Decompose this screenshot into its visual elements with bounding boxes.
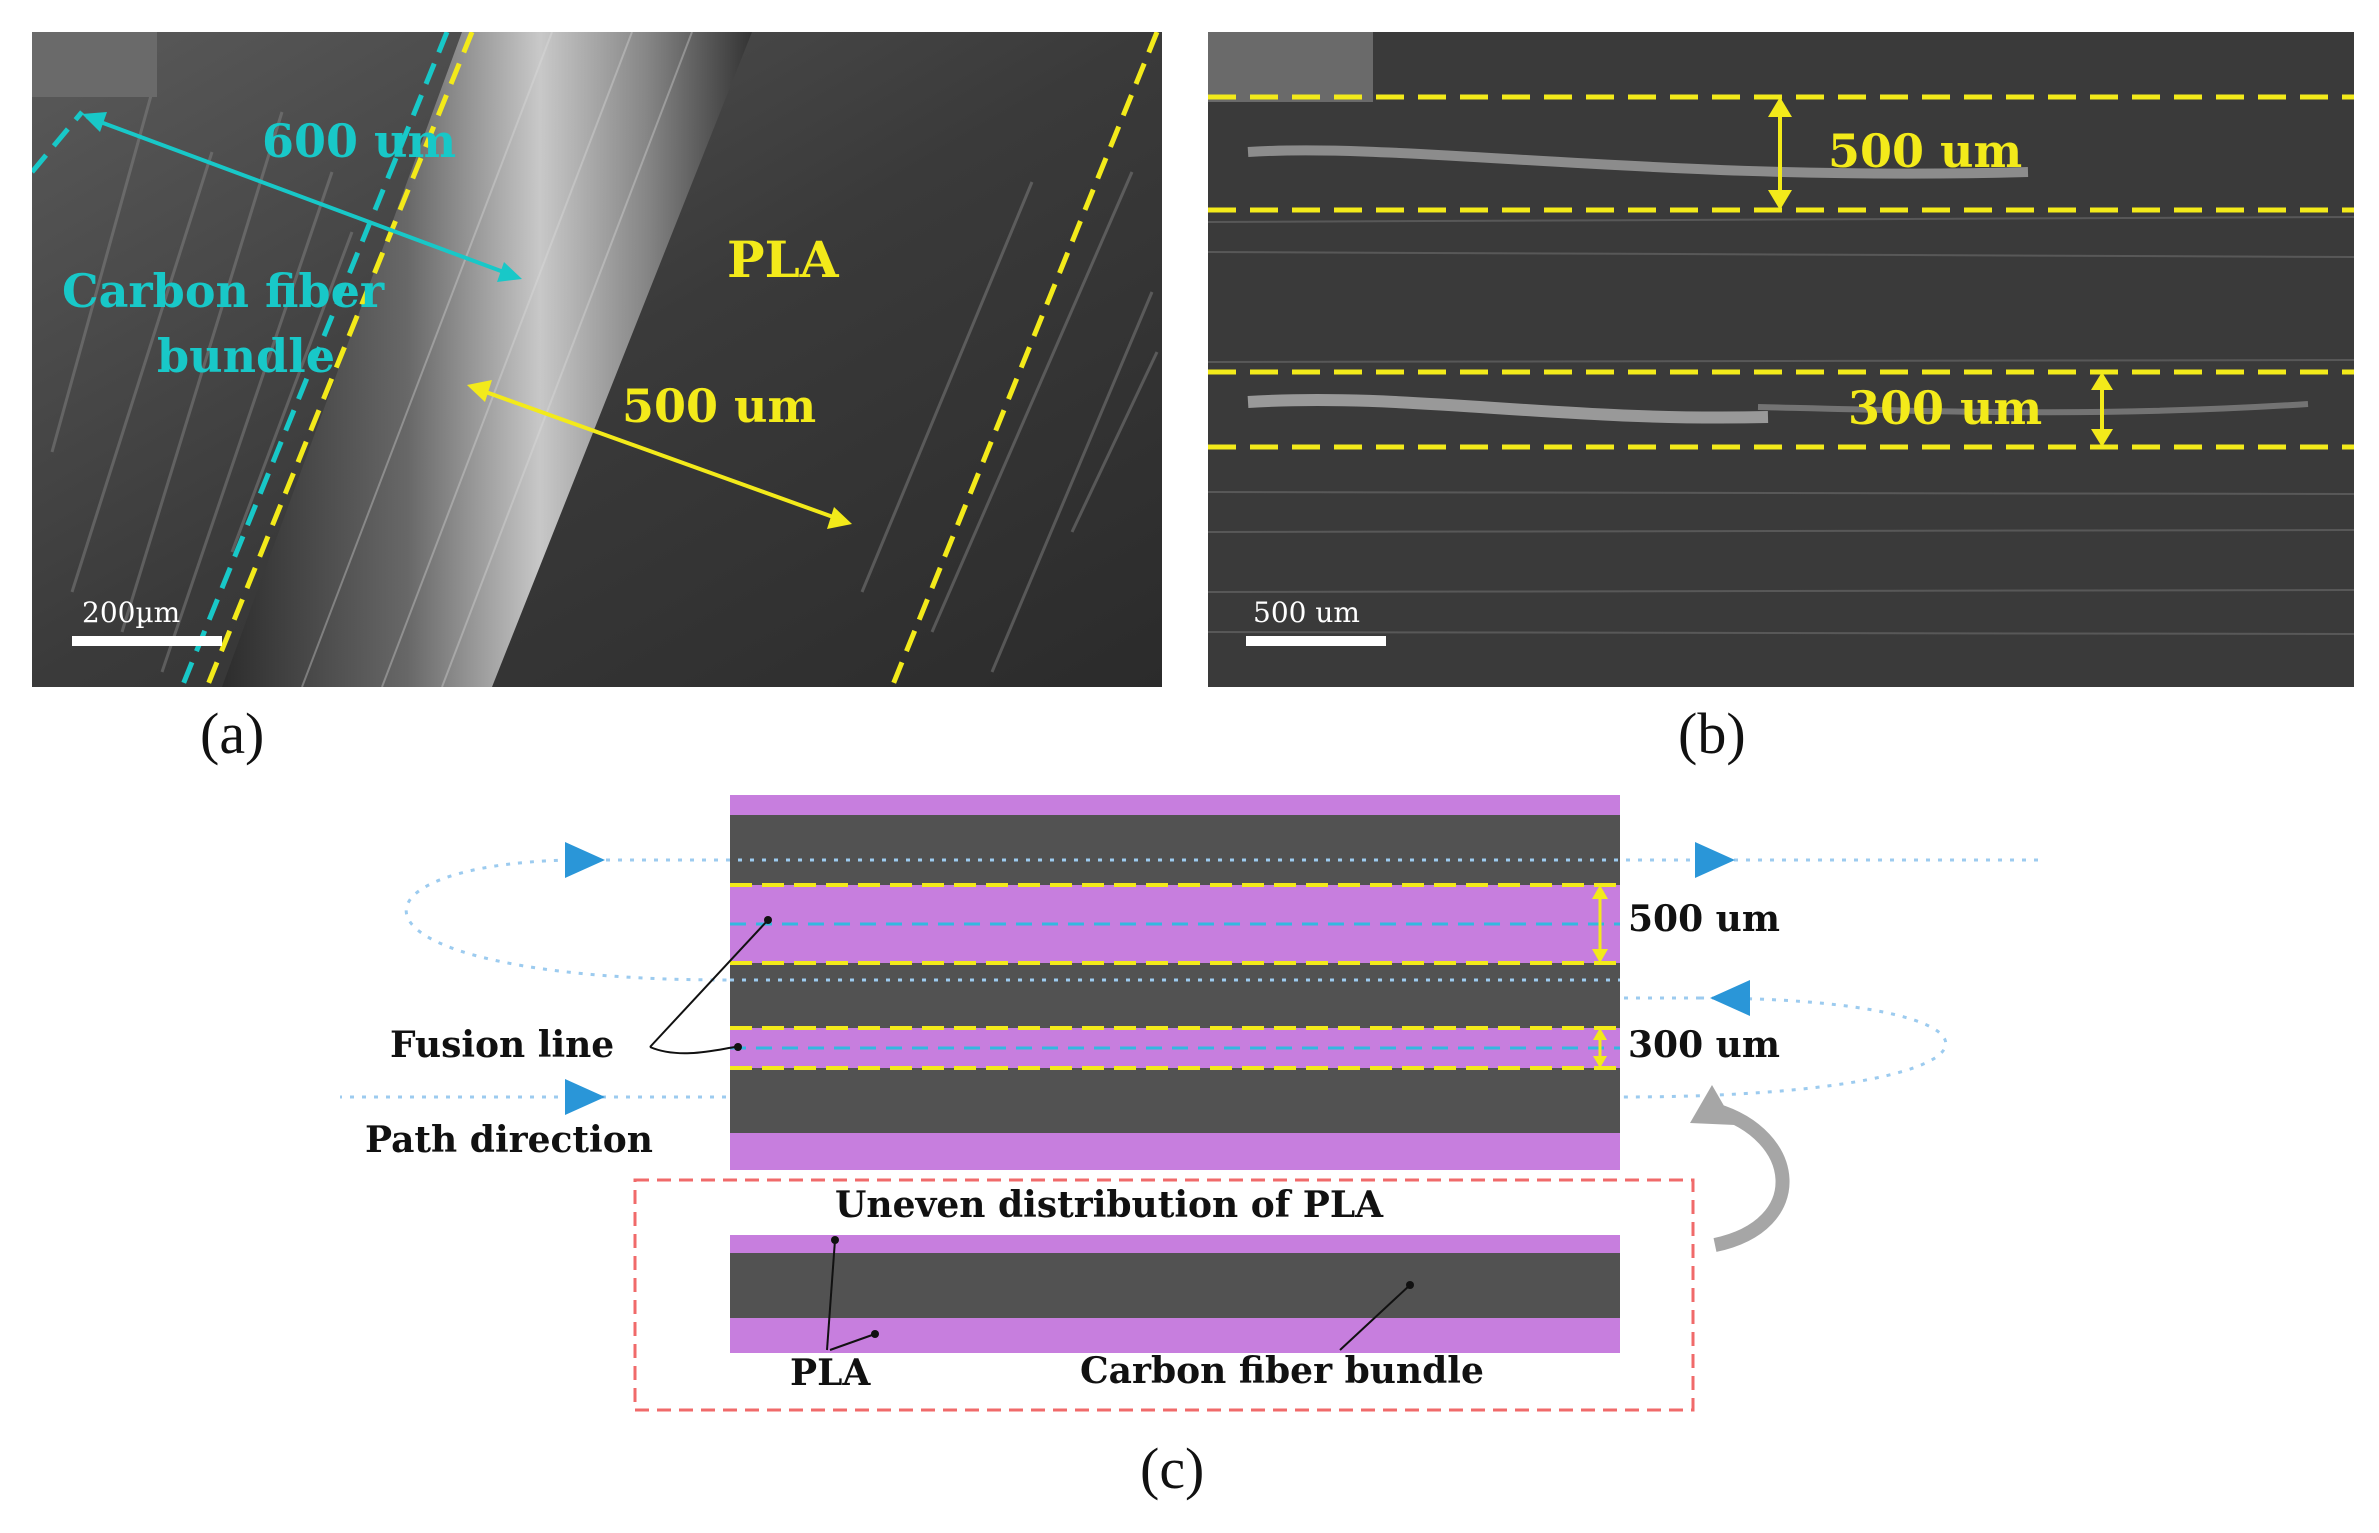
pla-label: PLA [727, 230, 840, 289]
uneven-distribution-box [633, 1178, 1695, 1412]
carbon-layer-2 [730, 963, 1620, 1028]
dim-500-label-c: 500 um [1628, 898, 1780, 940]
inset-pla-top [730, 1235, 1620, 1253]
micrograph-b: 500 um 300 um 500 um [1207, 32, 2355, 687]
direction-arrow-4 [565, 1079, 605, 1115]
scale-bar-b [1246, 636, 1386, 646]
carbon-layer-1 [730, 815, 1620, 885]
dim-300-label-b: 300 um [1848, 381, 2042, 435]
label-c: (c) [1140, 1436, 1205, 1501]
pla-layer-top [730, 795, 1620, 815]
schematic-c: 500 um 300 um Fusion line Path direction… [290, 785, 2070, 1425]
direction-arrow-2 [1695, 842, 1735, 878]
carbon-layer-3 [730, 1068, 1620, 1133]
path-direction-label: Path direction [365, 1119, 653, 1161]
inset-pla-label: PLA [790, 1352, 871, 1394]
inset-carbon-label: Carbon fiber bundle [1080, 1350, 1484, 1392]
label-a: (a) [200, 701, 265, 766]
dim-600-label: 600 um [262, 114, 456, 168]
micrograph-a: 600 um Carbon fiber bundle PLA 500 um 20… [30, 31, 1162, 688]
scale-bar-a [72, 636, 222, 646]
redaction-box-b [1208, 32, 1373, 102]
scale-bar-text-b: 500 um [1253, 596, 1360, 629]
carbon-label-line2: bundle [157, 329, 335, 383]
dim-500-label: 500 um [622, 379, 816, 433]
dim-300-label-c: 300 um [1628, 1024, 1780, 1066]
pla-layer-bottom [730, 1133, 1620, 1170]
carbon-label-line1: Carbon fiber [62, 264, 385, 318]
direction-arrow-1 [565, 842, 605, 878]
inset-pla-bottom [730, 1318, 1620, 1353]
direction-arrow-3 [1710, 980, 1750, 1016]
inset-carbon [730, 1253, 1620, 1318]
uneven-label: Uneven distribution of PLA [835, 1184, 1384, 1226]
scale-bar-text-a: 200µm [82, 596, 180, 629]
dim-500-label-b: 500 um [1828, 124, 2022, 178]
redaction-box-a [32, 32, 157, 97]
fusion-line-label: Fusion line [390, 1024, 614, 1066]
label-b: (b) [1678, 701, 1746, 766]
